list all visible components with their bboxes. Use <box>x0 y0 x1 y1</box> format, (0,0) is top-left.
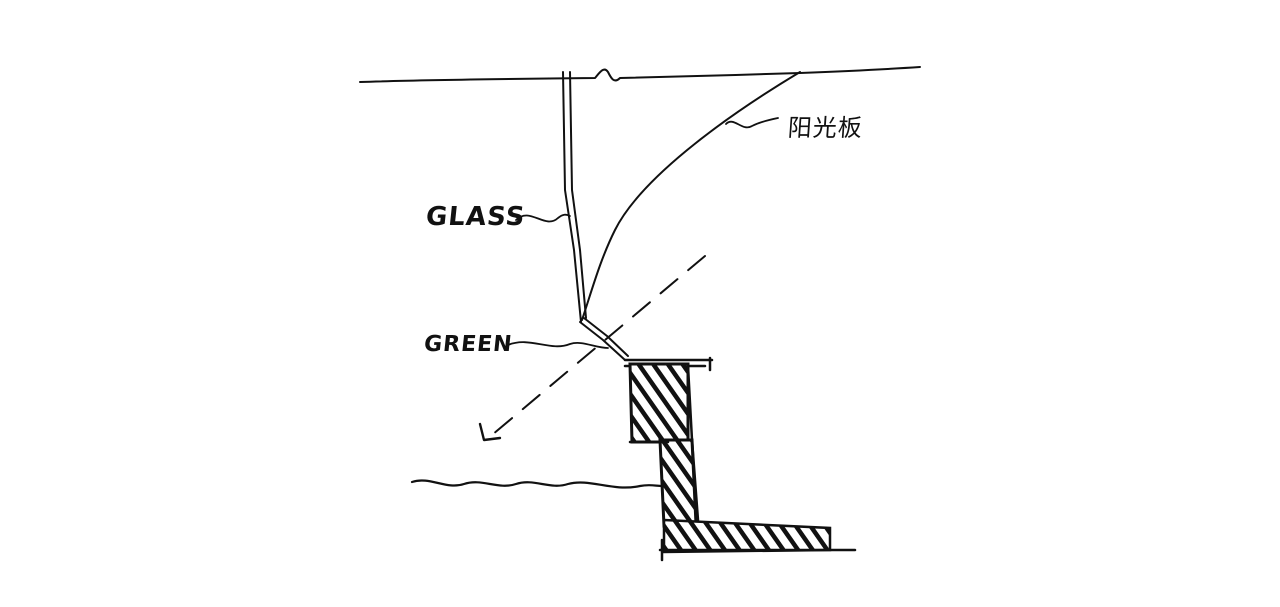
sun-panel-curve <box>581 71 801 321</box>
water-line <box>410 479 664 489</box>
glass-pane-line-2 <box>569 71 587 319</box>
ceiling-line <box>359 66 921 83</box>
green-planter-edge <box>579 317 629 361</box>
glass-label: GLASS <box>424 202 527 232</box>
green-leader <box>507 341 609 349</box>
lower-wall-hatched <box>658 438 698 528</box>
upper-wall-hatched <box>628 362 690 444</box>
floor-slab-hatched <box>662 518 832 554</box>
sun-panel-label: 阳光板 <box>786 114 864 142</box>
glass-pane-line-1 <box>562 71 582 323</box>
light-ray-arrowhead <box>478 422 502 442</box>
light-ray-dashed <box>485 255 706 441</box>
green-label: GREEN <box>422 332 514 357</box>
wall-step-line <box>628 364 700 522</box>
sun-panel-leader <box>725 117 779 129</box>
glass-leader <box>515 213 571 223</box>
